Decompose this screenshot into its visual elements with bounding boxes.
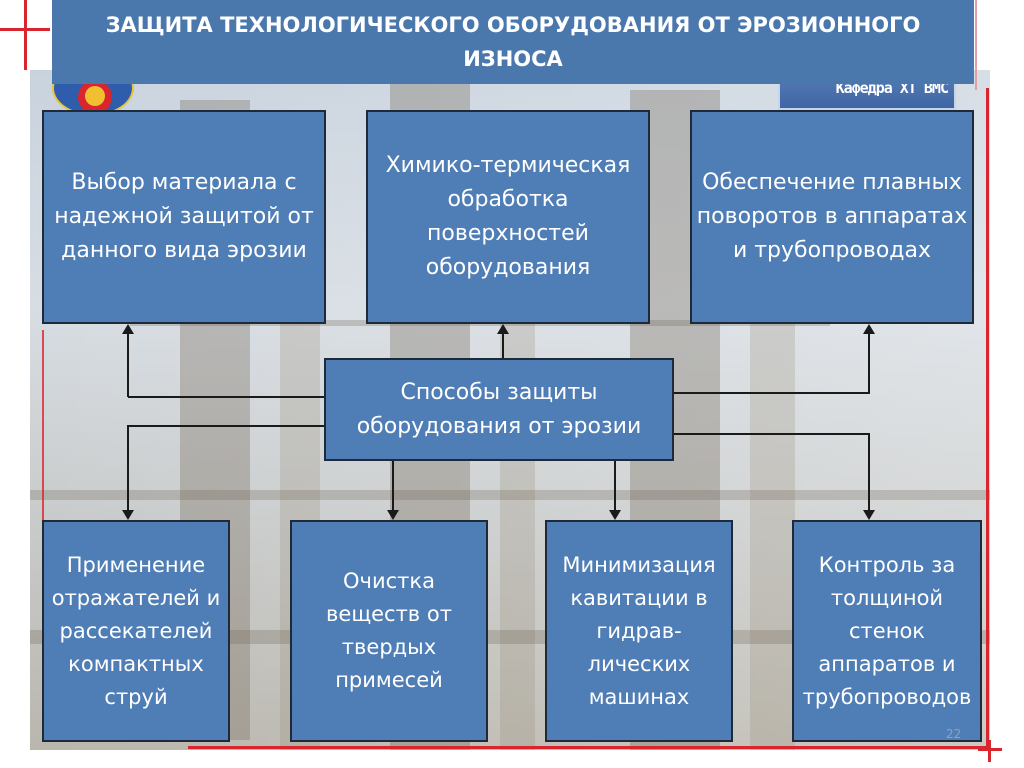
connector-bottom [392,460,394,511]
method-box-cavitation: Минимизация кавитации в гидрав-лических … [545,520,733,742]
frame-line [975,0,977,90]
method-box-smooth-turns: Обеспечение плавных поворотов в аппарата… [690,110,974,324]
central-concept-box: Способы защиты оборудования от эрозии [324,358,674,461]
arrow-down-icon [122,510,134,520]
slide-title-bar: ЗАЩИТА ТЕХНОЛОГИЧЕСКОГО ОБОРУДОВАНИЯ ОТ … [52,0,974,84]
connector-bottom [868,433,870,511]
connector-top [127,333,129,397]
method-box-text: Химико-термическая обработка поверхносте… [385,153,631,280]
method-box-text: Применение отражателей и рассекателей ко… [51,552,221,709]
slide-title: ЗАЩИТА ТЕХНОЛОГИЧЕСКОГО ОБОРУДОВАНИЯ ОТ … [105,13,921,71]
method-box-text: Обеспечение плавных поворотов в аппарата… [696,170,968,263]
central-concept-text: Способы защиты оборудования от эрозии [356,379,642,439]
arrow-up-icon [122,324,134,334]
method-box-material-choice: Выбор материала с надежной защитой от да… [42,110,326,324]
arrow-down-icon [609,510,621,520]
method-box-purification: Очистка веществ от твердых примесей [290,520,488,742]
method-box-chemical-thermal: Химико-термическая обработка поверхносте… [366,110,650,324]
frame-line [24,0,27,70]
frame-line [978,748,1002,751]
connector-bottom [127,425,129,511]
frame-line [988,740,991,762]
arrow-up-icon [863,324,875,334]
connector-top [868,333,870,393]
connector-bottom [614,460,616,511]
arrow-up-icon [497,324,509,334]
arrow-down-icon [387,510,399,520]
method-box-text: Выбор материала с надежной защитой от да… [54,170,314,263]
method-box-text: Минимизация кавитации в гидрав-лических … [562,552,716,709]
page-number: 22 [946,727,962,741]
method-box-wall-thickness: Контроль за толщиной стенок аппаратов и … [792,520,982,742]
connector-bottom [128,425,325,427]
method-box-text: Контроль за толщиной стенок аппаратов и … [802,552,972,709]
method-box-reflectors: Применение отражателей и рассекателей ко… [42,520,230,742]
frame-line [42,330,44,620]
connector-top [502,333,504,359]
frame-line [188,746,988,749]
arrow-down-icon [863,510,875,520]
connector-top [128,396,325,398]
connector-bottom [673,433,870,435]
method-box-text: Очистка веществ от твердых примесей [326,569,452,692]
frame-line [986,88,989,748]
connector-top [673,392,870,394]
